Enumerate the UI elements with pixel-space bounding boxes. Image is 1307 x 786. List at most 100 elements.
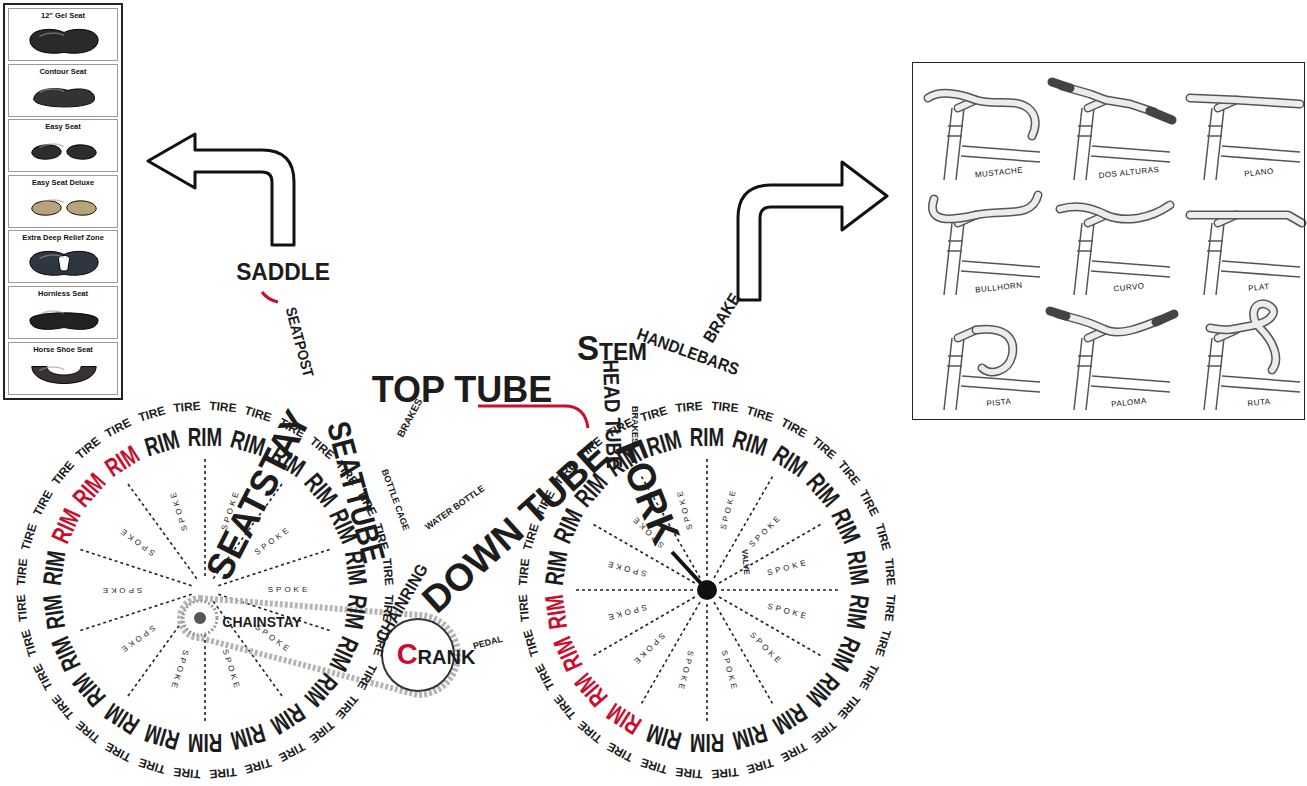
rim-word: RIM [730, 719, 770, 754]
part-label: BOTTLE CAGE [380, 468, 411, 532]
tire-word: TIRE [15, 558, 30, 586]
saddle-image [24, 23, 104, 59]
rim-word: RIM [644, 719, 684, 754]
saddle-image [24, 190, 104, 226]
handlebar-drawing [1052, 82, 1172, 120]
tire-word: TIRE [173, 400, 201, 415]
handlebar-drawing [1074, 108, 1170, 180]
spoke-word: SPOKE [719, 650, 738, 693]
saddle-image [24, 134, 104, 170]
rim-word: RIM [802, 468, 844, 511]
tire-word: TIRE [779, 741, 809, 764]
handlebar-name: RUTA [1247, 398, 1271, 408]
spoke-word: SPOKE [676, 650, 695, 693]
rim-word: RIM [827, 505, 865, 547]
handlebar-drawing [928, 94, 1035, 136]
rim-word: RIM [300, 669, 342, 712]
spoke-word: SPOKE [719, 487, 738, 530]
tire-word: TIRE [836, 459, 863, 488]
saddle-cell: Hornless Seat [8, 286, 118, 339]
handlebar-drawing [976, 329, 1013, 372]
handlebar-drawing [1050, 311, 1174, 410]
tire-word: TIRE [605, 741, 635, 764]
rim-word: RIM [68, 468, 110, 511]
handlebar-drawing [1210, 304, 1276, 370]
part-label: CRANK [397, 640, 476, 669]
saddle-name: 12" Gel Seat [41, 12, 85, 20]
tire-word: TIRE [873, 629, 892, 659]
part-label: TOP TUBE [372, 372, 553, 408]
handlebar-drawing [932, 195, 1038, 219]
handlebar-drawing [928, 82, 1302, 410]
handlebar-drawing [932, 195, 1040, 295]
tire-word: TIRE [517, 558, 532, 586]
part-label: VALVE [740, 549, 750, 575]
spoke-line [706, 458, 708, 576]
tire-word: TIRE [858, 488, 881, 518]
handlebar-name: PLAT [1248, 283, 1270, 293]
saddle-highlight [39, 144, 64, 147]
saddle-highlight [39, 311, 64, 314]
handlebar-drawing [1190, 98, 1300, 104]
saddle-image [24, 357, 104, 393]
rim-word: RIM [266, 698, 309, 738]
tire-word: TIRE [74, 719, 103, 746]
tire-word: TIRE [137, 756, 167, 775]
part-label: BRAKE [700, 290, 743, 345]
tire-word: TIRE [883, 558, 898, 586]
tire-word: TIRE [244, 404, 274, 423]
tire-word: TIRE [173, 766, 201, 781]
saddle-highlight [39, 200, 64, 203]
rim-word: RIM [827, 633, 865, 675]
callout-arrow [148, 134, 294, 245]
saddle-image [30, 252, 98, 276]
handlebar-drawing [1058, 314, 1160, 332]
spoke-word: SPOKE [169, 648, 190, 691]
part-label: SADDLE [236, 260, 330, 284]
tire-word: TIRE [836, 692, 863, 721]
spoke-word: SPOKE [100, 586, 143, 594]
spoke-line [79, 549, 191, 585]
spoke-line [706, 604, 708, 722]
spoke-line [641, 602, 700, 704]
rim-word: RIM [101, 441, 144, 481]
handlebar-name: CURVO [1113, 282, 1145, 293]
part-label: DOWN TUBE [415, 434, 615, 619]
saddle-highlight [39, 367, 64, 370]
handlebar-drawing [1190, 215, 1302, 295]
tire-word: TIRE [533, 662, 556, 692]
rim-word: RIM [690, 424, 724, 450]
spoke-word: SPOKE [604, 559, 647, 578]
cassette [183, 601, 217, 635]
rim-word: RIM [843, 549, 874, 587]
tire-word: TIRE [31, 488, 54, 518]
spoke-word: SPOKE [221, 648, 242, 691]
tire-word: TIRE [103, 416, 133, 439]
saddle-name: Extra Deep Relief Zone [22, 234, 104, 242]
rim-word: RIM [603, 698, 646, 738]
handlebar-drawing [1190, 215, 1302, 223]
handlebar-drawing [1060, 205, 1170, 219]
tire-word: TIRE [517, 594, 532, 622]
rear-hub [194, 612, 206, 624]
saddle-cell: Horse Shoe Seat [8, 342, 118, 395]
handlebar-drawing [928, 94, 1040, 180]
saddle-image [30, 313, 98, 330]
saddle-image [24, 245, 104, 281]
rim-word: RIM [38, 593, 69, 631]
tire-word: TIRE [381, 558, 396, 586]
rim-word: RIM [47, 633, 85, 675]
part-label: HANDLEBARS [635, 326, 741, 379]
spoke-line [127, 483, 196, 578]
rim-word: RIM [68, 669, 110, 712]
spoke-word: SPOKE [117, 624, 156, 655]
tire-word: TIRE [858, 662, 881, 692]
tire-word: TIRE [711, 400, 739, 415]
saddle-image [24, 79, 104, 115]
saddle-name: Hornless Seat [38, 290, 88, 298]
tire-word: TIRE [74, 434, 103, 461]
part-label: SEATPOST [283, 305, 316, 378]
tire-word: TIRE [551, 692, 578, 721]
handlebar-drawing [944, 329, 1040, 410]
rim-word: RIM [47, 505, 85, 547]
